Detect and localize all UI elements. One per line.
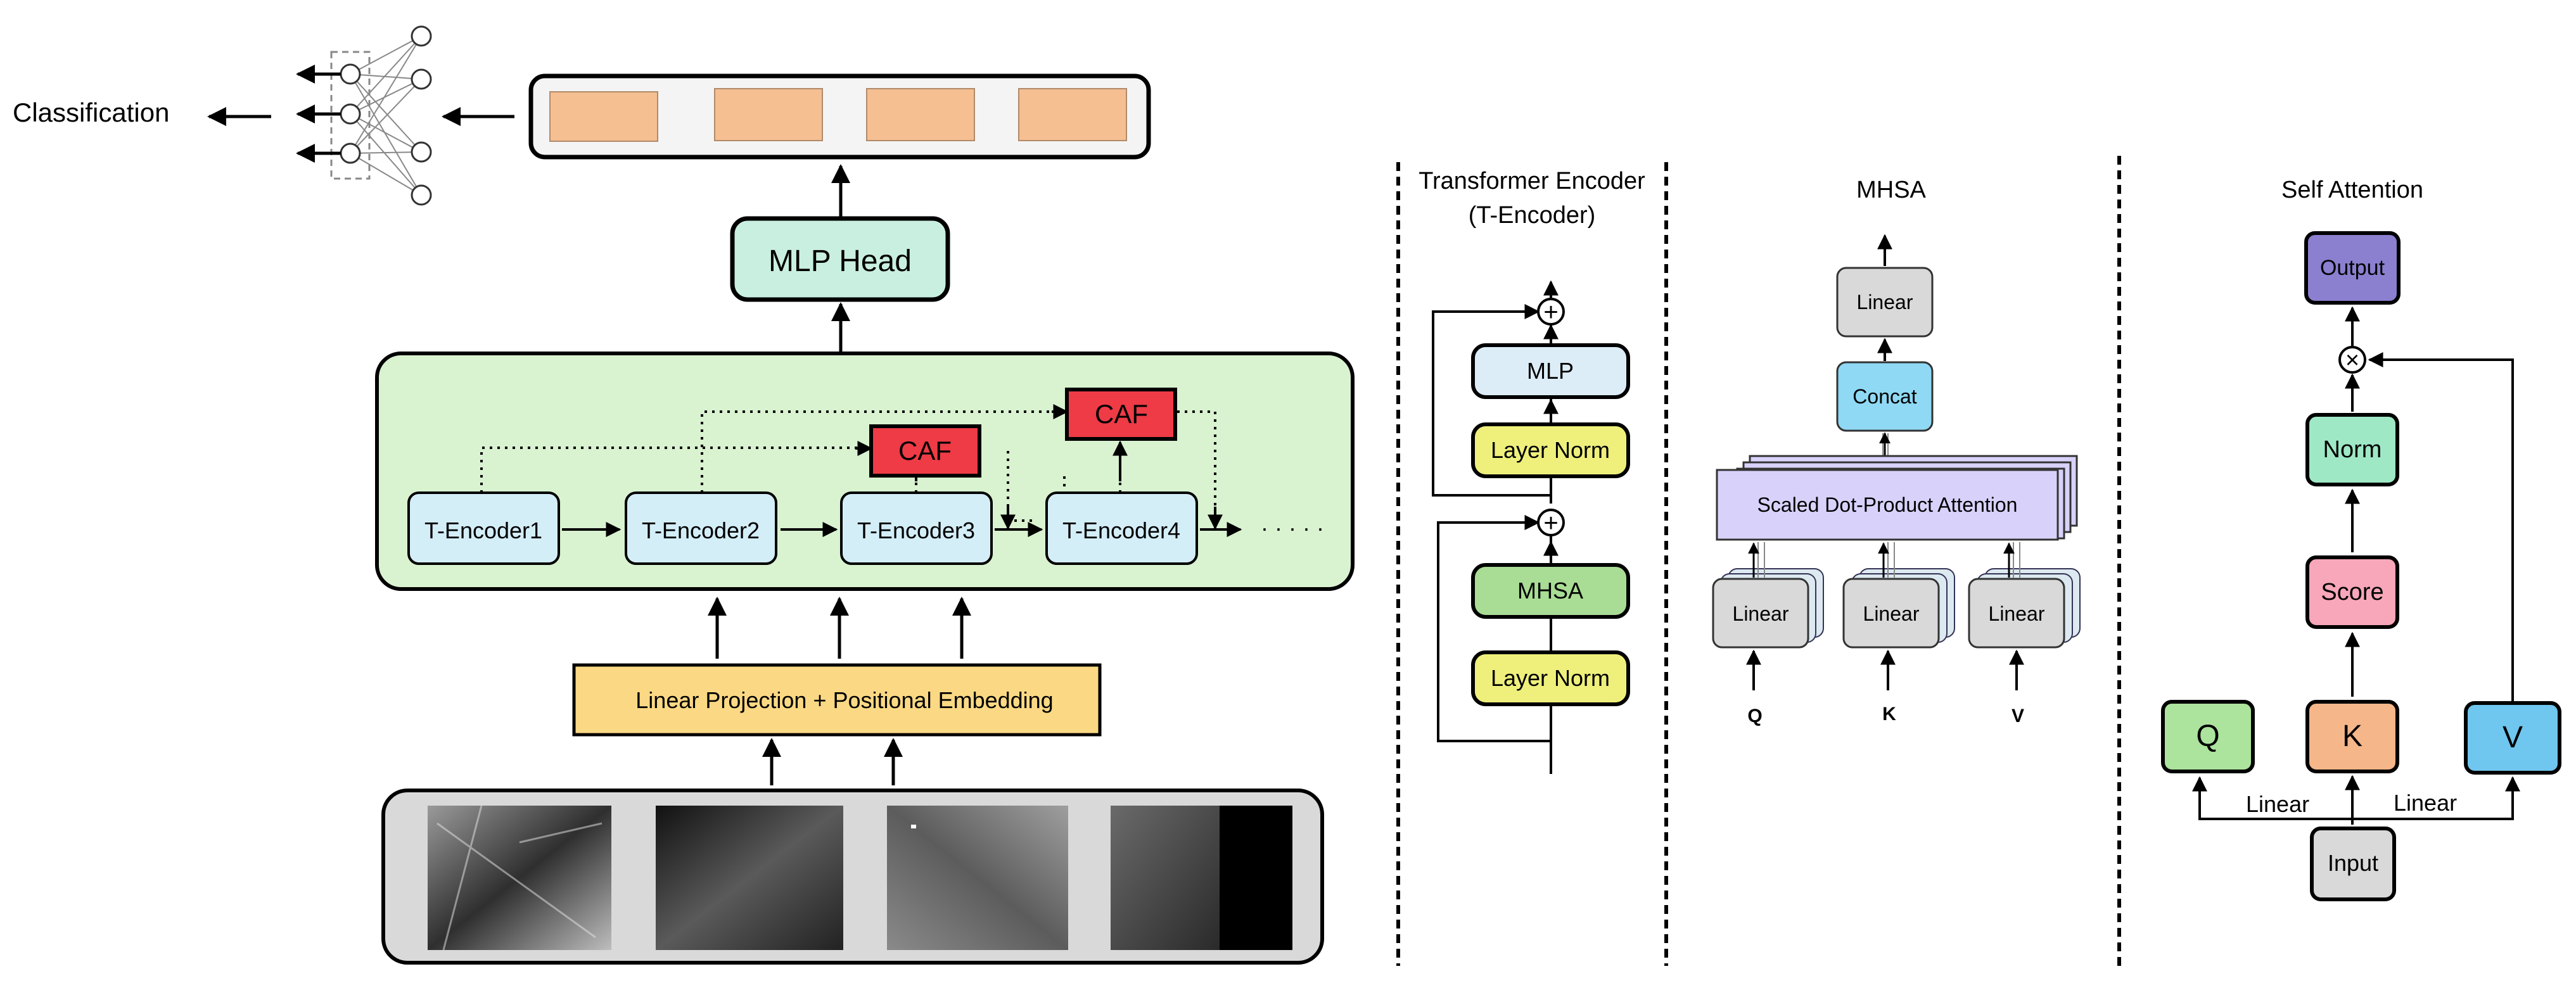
concat-label: Concat (1852, 385, 1917, 408)
mhsa-panel-title: MHSA (1856, 177, 1926, 203)
input-images-panel (381, 789, 1324, 965)
k-box (2305, 700, 2399, 773)
t-encoder-1 (407, 491, 560, 565)
input-label: Input (2328, 850, 2378, 876)
encoder-panel-title-2: (T-Encoder) (1469, 202, 1596, 229)
residual-connection-bottom (1437, 515, 1551, 742)
svg-text:+: + (1543, 509, 1558, 537)
input-image-3 (887, 806, 1068, 950)
linear-head-q: Linear Q (1712, 542, 1824, 726)
output-box (2304, 231, 2401, 305)
classification-label: Classification (13, 98, 169, 127)
token-2 (714, 88, 823, 141)
norm-box (2305, 413, 2399, 486)
projection-box (572, 663, 1102, 737)
caf-label-1: CAF (898, 436, 952, 466)
self-attention-title: Self Attention (2281, 177, 2423, 203)
svg-text:Linear: Linear (1733, 602, 1789, 625)
linear-head-k: Linear K (1842, 542, 1955, 725)
residual-connection-top (1432, 304, 1551, 497)
linear-label-right: Linear (2394, 790, 2457, 816)
caf-label-2: CAF (1095, 399, 1148, 429)
v-to-multiply-arrow (2368, 352, 2514, 702)
caf-box-1 (869, 424, 981, 478)
q-label: Q (2196, 719, 2219, 753)
mlp-head-box (730, 216, 950, 302)
score-label: Score (2321, 579, 2383, 605)
layer-norm-top-box (1471, 422, 1630, 478)
layer-norm-top-label: Layer Norm (1491, 437, 1610, 463)
svg-text:+: + (1543, 298, 1558, 326)
encoder-panel-title-1: Transformer Encoder (1419, 168, 1645, 194)
scaled-dot-product-label: Scaled Dot-Product Attention (1757, 493, 2018, 516)
mhsa-linear-top-label: Linear (1857, 291, 1913, 314)
v-label: V (2503, 721, 2523, 754)
svg-text:Linear: Linear (1989, 602, 2045, 625)
input-image-4 (1111, 806, 1220, 950)
encoder-mlp-box (1471, 343, 1630, 399)
multiply-icon: × (2338, 346, 2366, 374)
panel-dividers (1396, 156, 2121, 966)
mhsa-input-k: K (1882, 704, 1896, 725)
encoder-mhsa-box (1471, 563, 1630, 619)
classifier-network-icon (296, 25, 432, 206)
score-box (2305, 555, 2399, 629)
mhsa-input-q: Q (1747, 706, 1762, 726)
encoder-ellipsis: · · · · · (1261, 515, 1324, 541)
encoder-mhsa-label: MHSA (1517, 578, 1583, 604)
add-icon-bottom: + (1537, 509, 1565, 537)
t-encoder-2 (625, 491, 777, 565)
svg-text:Linear: Linear (1863, 602, 1920, 625)
token-3 (866, 88, 975, 141)
scaled-dot-product-box (1716, 469, 2059, 541)
linear-label-left: Linear (2246, 791, 2309, 817)
t-encoder-3 (840, 491, 993, 565)
encoder-mlp-label: MLP (1527, 358, 1574, 384)
linear-head-v: Linear V (1968, 542, 2081, 726)
mhsa-input-v: V (2012, 706, 2024, 726)
mhsa-linear-top-box (1836, 267, 1934, 338)
layer-norm-bottom-label: Layer Norm (1491, 665, 1610, 691)
mhsa-panel: MHSA Linear Concat Scaled Dot-Product At… (1712, 177, 2081, 726)
projection-label: Linear Projection + Positional Embedding (635, 687, 1053, 713)
input-to-v-arrow (2352, 776, 2520, 820)
output-token-bar (528, 73, 1151, 160)
caf-box-2 (1065, 388, 1177, 441)
t-encoder-2-label: T-Encoder2 (642, 517, 760, 543)
layer-norm-bottom-box (1471, 650, 1630, 706)
t-encoder-4-label: T-Encoder4 (1062, 517, 1180, 543)
add-icon-top: + (1537, 298, 1565, 326)
t-encoder-3-label: T-Encoder3 (857, 517, 975, 543)
output-label: Output (2320, 256, 2385, 280)
transformer-encoder-panel: Transformer Encoder (T-Encoder) + + MLP … (1419, 168, 1645, 774)
t-encoder-4 (1045, 491, 1198, 565)
self-attention-panel: Self Attention Output × Norm Score Q K V… (2161, 177, 2561, 901)
input-to-q-arrow (2192, 776, 2352, 820)
left-panel: Classification (13, 25, 1355, 965)
q-box (2161, 700, 2255, 773)
token-4 (1018, 88, 1127, 141)
k-label: K (2342, 719, 2362, 753)
norm-label: Norm (2323, 436, 2382, 463)
mlp-head-label: MLP Head (768, 244, 912, 278)
t-encoder-1-label: T-Encoder1 (424, 517, 542, 543)
token-1 (549, 91, 658, 142)
concat-box (1836, 361, 1934, 432)
input-box (2310, 827, 2396, 901)
svg-text:×: × (2345, 347, 2359, 374)
input-image-2 (656, 806, 843, 950)
v-box (2464, 701, 2561, 775)
